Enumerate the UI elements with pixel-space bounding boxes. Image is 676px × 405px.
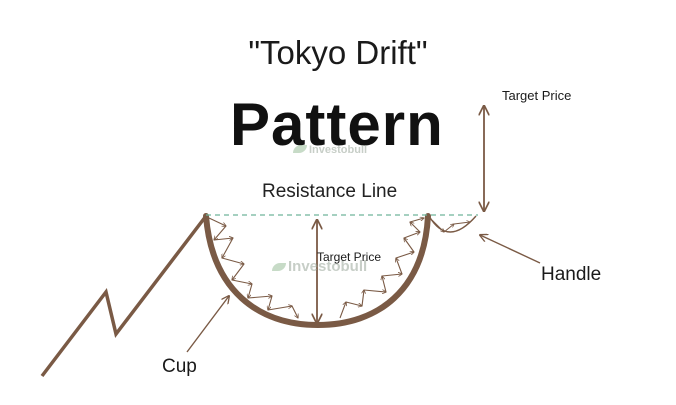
handle-label: Handle [541, 264, 602, 285]
cup-label: Cup [162, 356, 197, 377]
cup-movement-arrows [208, 218, 424, 318]
watermark-text: Investobull [288, 258, 368, 275]
handle-movement-arrows [431, 219, 470, 232]
diagram-title: "Tokyo Drift" [248, 34, 428, 71]
target-price-inner-label: Target Price [317, 250, 382, 264]
watermark-text: Investobull [309, 144, 368, 156]
bull-logo-icon [272, 263, 286, 271]
target-price-label: Target Price [502, 88, 572, 103]
handle-pointer-arrow [480, 235, 541, 264]
price-trend-line [40, 214, 208, 378]
watermark-top: Investobull [293, 144, 367, 156]
resistance-line-label: Resistance Line [262, 181, 398, 202]
cup-curve [203, 213, 431, 329]
cup-pointer-arrow [186, 296, 229, 353]
pattern-heading: Pattern [230, 91, 444, 158]
bull-logo-icon [293, 145, 307, 153]
watermark-center: Investobull [272, 258, 367, 275]
